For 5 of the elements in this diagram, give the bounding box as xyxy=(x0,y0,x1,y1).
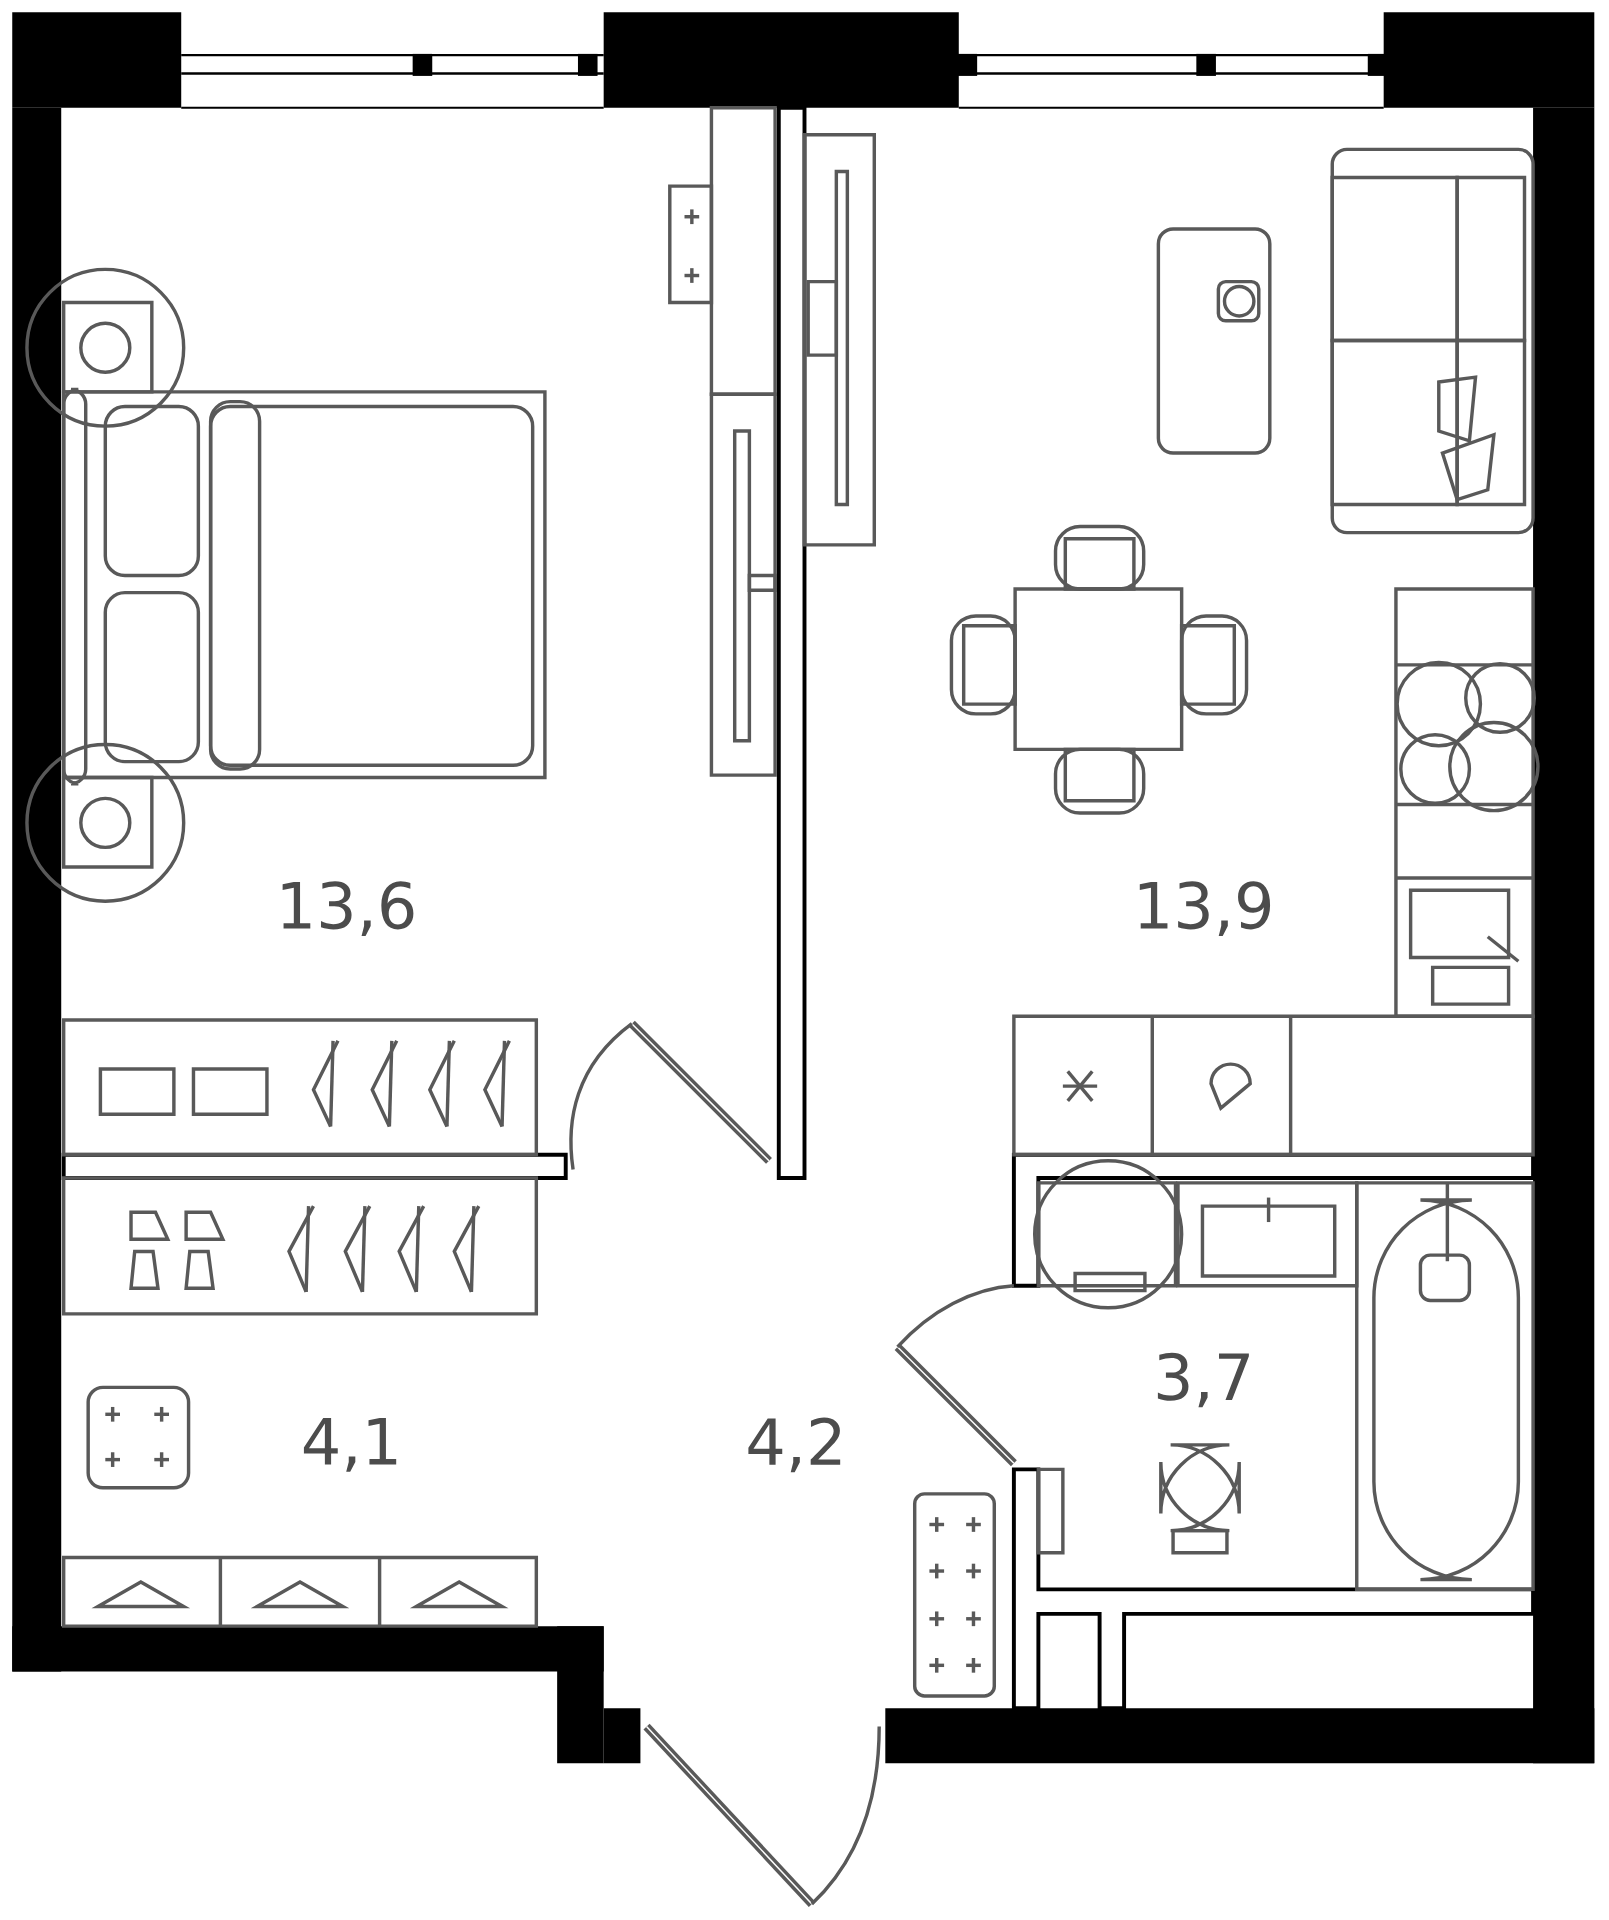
room-area: 13,6 xyxy=(282,881,414,936)
room-area: 3,7 xyxy=(1157,1352,1249,1408)
room-area: 13,9 xyxy=(1139,881,1271,936)
room-area: 4,1 xyxy=(303,1418,397,1472)
room-area: 4,2 xyxy=(748,1417,841,1473)
